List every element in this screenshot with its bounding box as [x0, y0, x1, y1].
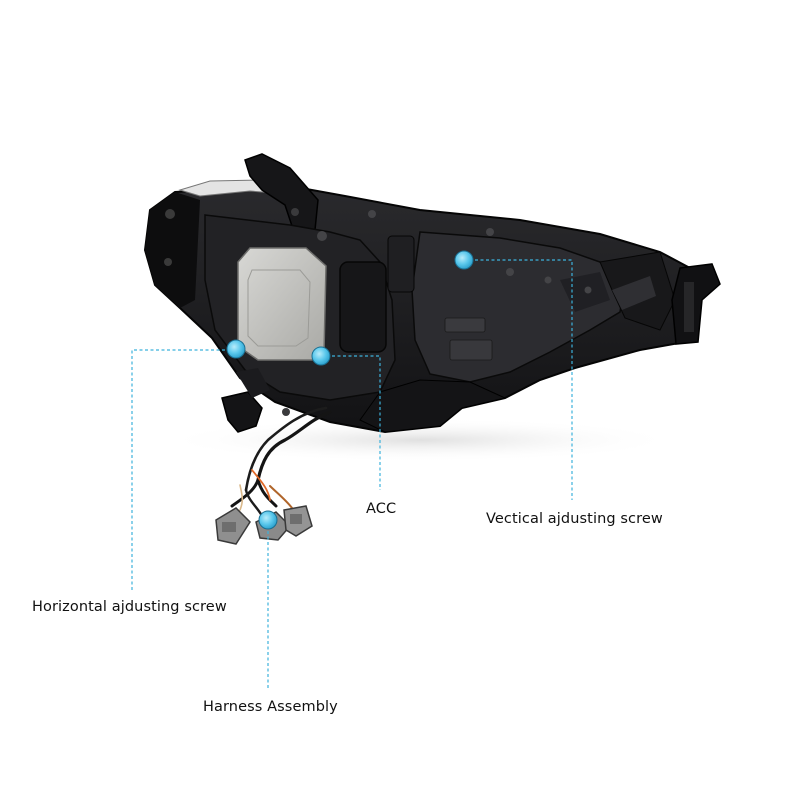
callout-dot-icon: [454, 250, 474, 270]
vertical-screw-label: Vectical ajdusting screw: [486, 511, 663, 527]
acc-label: ACC: [366, 501, 397, 517]
harness-assembly-label: Harness Assembly: [203, 699, 338, 715]
wire-harness: [230, 406, 332, 518]
callout-dot-icon: [311, 346, 331, 366]
floor-shadow: [160, 418, 680, 462]
horizontal-screw-label: Horizontal ajdusting screw: [32, 599, 227, 615]
callout-dot-icon: [226, 339, 246, 359]
callout-dot-icon: [258, 510, 278, 530]
headlight-housing: [143, 153, 721, 434]
leader-line-vertical: [464, 259, 573, 500]
leader-lines: [131, 259, 573, 690]
leader-line-horizontal: [131, 349, 236, 590]
callout-markers: [226, 250, 474, 530]
